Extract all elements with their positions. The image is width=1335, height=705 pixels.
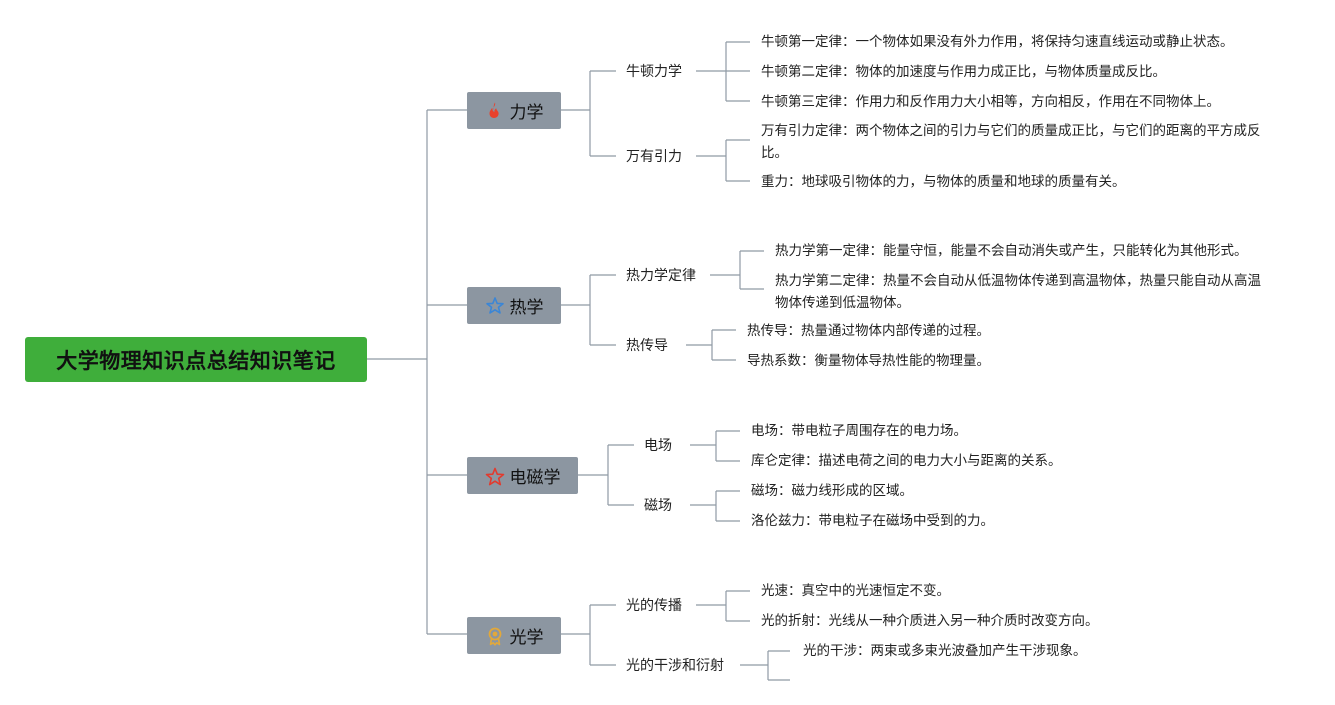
branch-label: 光学 — [509, 628, 544, 648]
star-outline-icon — [485, 466, 505, 486]
leaf-node[interactable]: 库仑定律：描述电荷之间的电力大小与距离的关系。 — [751, 453, 1062, 469]
leaf-node[interactable]: 热力学第一定律：能量守恒，能量不会自动消失或产生，只能转化为其他形式。 — [775, 243, 1248, 259]
root-topic[interactable]: 大学物理知识点总结知识笔记 — [25, 337, 367, 382]
root-title: 大学物理知识点总结知识笔记 — [56, 348, 336, 373]
sub-topic-electric-field[interactable]: 电场 — [644, 438, 672, 454]
leaf-node[interactable]: 牛顿第三定律：作用力和反作用力大小相等，方向相反，作用在不同物体上。 — [761, 94, 1220, 110]
leaf-node[interactable]: 电场：带电粒子周围存在的电力场。 — [751, 423, 967, 439]
branch-label: 电磁学 — [509, 468, 561, 488]
sub-topic-magnetic-field[interactable]: 磁场 — [644, 498, 672, 514]
star-outline-icon — [485, 296, 505, 316]
leaf-node[interactable]: 热传导：热量通过物体内部传递的过程。 — [747, 323, 990, 339]
branch-label: 力学 — [509, 103, 544, 123]
branch-label: 热学 — [509, 298, 544, 318]
sub-topic-light-propagation[interactable]: 光的传播 — [626, 598, 682, 614]
branch-mechanics[interactable]: 力学 — [467, 92, 561, 129]
leaf-node[interactable]: 光的干涉：两束或多束光波叠加产生干涉现象。 — [803, 643, 1087, 659]
sub-topic-interference-diffraction[interactable]: 光的干涉和衍射 — [626, 658, 724, 674]
leaf-node[interactable]: 洛伦兹力：带电粒子在磁场中受到的力。 — [751, 513, 994, 529]
award-ribbon-icon — [485, 626, 505, 646]
leaf-node[interactable]: 光速：真空中的光速恒定不变。 — [761, 583, 950, 599]
sub-topic-heat-conduction[interactable]: 热传导 — [626, 338, 668, 354]
branch-electromagnetism[interactable]: 电磁学 — [467, 457, 578, 494]
leaf-node[interactable]: 热力学第二定律：热量不会自动从低温物体传递到高温物体，热量只能自动从高温物体传递… — [775, 273, 1261, 311]
sub-topic-gravitation[interactable]: 万有引力 — [626, 149, 682, 165]
branch-thermodynamics[interactable]: 热学 — [467, 287, 561, 324]
leaf-node[interactable]: 牛顿第一定律：一个物体如果没有外力作用，将保持匀速直线运动或静止状态。 — [761, 34, 1234, 50]
leaf-node[interactable]: 万有引力定律：两个物体之间的引力与它们的质量成正比，与它们的距离的平方成反比。 — [761, 123, 1261, 161]
leaf-node[interactable]: 磁场：磁力线形成的区域。 — [751, 483, 913, 499]
fire-icon — [485, 101, 505, 121]
leaf-node[interactable]: 牛顿第二定律：物体的加速度与作用力成正比，与物体质量成反比。 — [761, 64, 1166, 80]
leaf-node[interactable]: 光的折射：光线从一种介质进入另一种介质时改变方向。 — [761, 613, 1099, 629]
sub-topic-newtonian[interactable]: 牛顿力学 — [626, 64, 682, 80]
leaf-node[interactable]: 重力：地球吸引物体的力，与物体的质量和地球的质量有关。 — [761, 174, 1126, 190]
leaf-node[interactable]: 导热系数：衡量物体导热性能的物理量。 — [747, 353, 990, 369]
branch-optics[interactable]: 光学 — [467, 617, 561, 654]
sub-topic-thermo-laws[interactable]: 热力学定律 — [626, 268, 696, 284]
